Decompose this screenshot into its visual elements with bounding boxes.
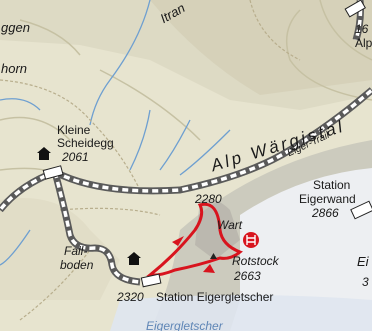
hiking-trail-loop [146, 202, 243, 277]
elevation-label: 3 [362, 275, 369, 289]
place-label-wart: Wart [217, 218, 243, 232]
streams [0, 0, 231, 266]
glacier-area [230, 168, 372, 331]
elevation-label: 2663 [234, 269, 261, 283]
place-label: Ei [357, 254, 369, 269]
elevation-label: 2061 [62, 150, 89, 164]
elevation-label: 16 [355, 22, 369, 36]
elevation-label: 2320 [117, 290, 144, 304]
eigergletscher-glacier [110, 295, 372, 331]
place-label-station-eigerwand: Eigerwand [299, 192, 356, 206]
hut-icon [37, 147, 51, 160]
summit-icon [210, 253, 217, 259]
direction-arrow-icon [172, 236, 215, 273]
station-icon [42, 0, 372, 288]
elevation-label: 2866 [312, 206, 339, 220]
via-ferrata-icon [243, 232, 259, 248]
place-label-fallboden: Fall- [64, 244, 88, 258]
place-label: horn [1, 61, 28, 76]
hut-icon [127, 252, 141, 265]
elevation-label: 2280 [195, 192, 222, 206]
place-label-kleine-scheidegg: Scheidegg [57, 136, 114, 150]
place-label-fallboden: boden [60, 258, 94, 272]
glacier-label-eigergletscher: Eigergletscher [146, 319, 223, 331]
place-label: ggen [1, 20, 30, 35]
place-label-rotstock: Rotstock [232, 254, 279, 268]
place-label-station-eigergletscher: Station Eigergletscher [156, 290, 274, 304]
place-label-kleine-scheidegg: Kleine [57, 123, 91, 137]
place-label: Alpi [355, 36, 372, 50]
place-label-station-eigerwand: Station [313, 178, 351, 192]
